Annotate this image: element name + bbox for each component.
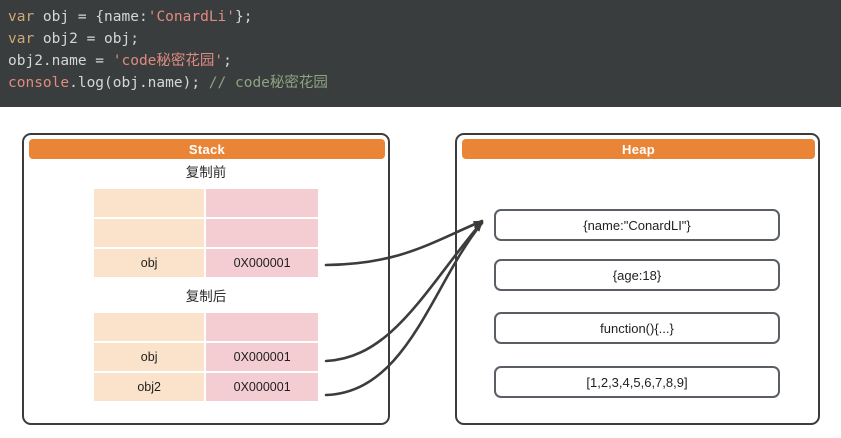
heap-item: {age:18}: [494, 259, 780, 291]
code-line-4: console.log(obj.name); // code秘密花园: [8, 72, 833, 94]
stack-section-before: 复制前 obj 0X000001: [24, 163, 388, 279]
table-row: obj2 0X000001: [94, 373, 318, 401]
code-block: var obj = {name:'ConardLi'};var obj2 = o…: [0, 0, 841, 107]
heap-item: [1,2,3,4,5,6,7,8,9]: [494, 366, 780, 398]
code-token-obj: console: [8, 75, 70, 91]
code-token-punct: =: [69, 9, 96, 25]
code-line-1: var obj = {name:'ConardLi'};: [8, 6, 833, 28]
cell-name: obj2: [94, 373, 207, 401]
heap-panel-title: Heap: [462, 139, 815, 159]
table-row: [94, 189, 318, 217]
cell-address: 0X000001: [206, 373, 318, 401]
code-token-plain: .log(obj.name);: [69, 75, 209, 91]
stack-table-before: obj 0X000001: [94, 187, 318, 279]
code-token-kw: var: [8, 9, 43, 25]
table-row: obj 0X000001: [94, 249, 318, 277]
code-token-plain: obj2.name =: [8, 53, 113, 69]
heap-item: function(){...}: [494, 312, 780, 344]
stack-section-before-label: 复制前: [185, 165, 227, 181]
code-token-plain: obj2: [42, 31, 78, 47]
table-row: obj 0X000001: [94, 343, 318, 371]
stack-table-after: obj 0X000001 obj2 0X000001: [94, 311, 318, 403]
code-token-punct: ;: [223, 53, 232, 69]
cell-name: [94, 219, 207, 247]
heap-panel: Heap {name:"ConardLI"} {age:18} function…: [455, 133, 820, 425]
code-token-plain: obj: [42, 9, 70, 25]
cell-address: 0X000001: [206, 249, 318, 277]
code-token-str: 'ConardLi': [147, 9, 236, 25]
cell-address: [206, 313, 318, 341]
cell-name: obj: [94, 249, 207, 277]
stack-section-after: 复制后 obj 0X000001 obj2 0X000001: [24, 287, 388, 403]
code-token-comment: // code秘密花园: [208, 75, 328, 91]
code-token-punct: };: [235, 9, 253, 25]
cell-address: [206, 219, 318, 247]
code-line-3: obj2.name = 'code秘密花园';: [8, 50, 833, 72]
table-row: [94, 313, 318, 341]
cell-name: obj: [94, 343, 207, 371]
code-token-kw: var: [8, 31, 43, 47]
cell-address: 0X000001: [206, 343, 318, 371]
cell-name: [94, 189, 207, 217]
stack-panel: Stack 复制前 obj 0X000001 复制后: [22, 133, 390, 425]
code-token-punct: =: [77, 31, 105, 47]
cell-address: [206, 189, 318, 217]
stack-panel-title: Stack: [29, 139, 385, 159]
code-line-2: var obj2 = obj;: [8, 28, 833, 50]
heap-item: {name:"ConardLI"}: [494, 209, 780, 241]
code-token-plain: {name:: [95, 9, 148, 25]
stack-section-after-label: 复制后: [185, 289, 227, 305]
table-row: [94, 219, 318, 247]
cell-name: [94, 313, 207, 341]
code-token-str: 'code秘密花园': [112, 53, 224, 69]
code-token-plain: obj;: [104, 31, 139, 47]
